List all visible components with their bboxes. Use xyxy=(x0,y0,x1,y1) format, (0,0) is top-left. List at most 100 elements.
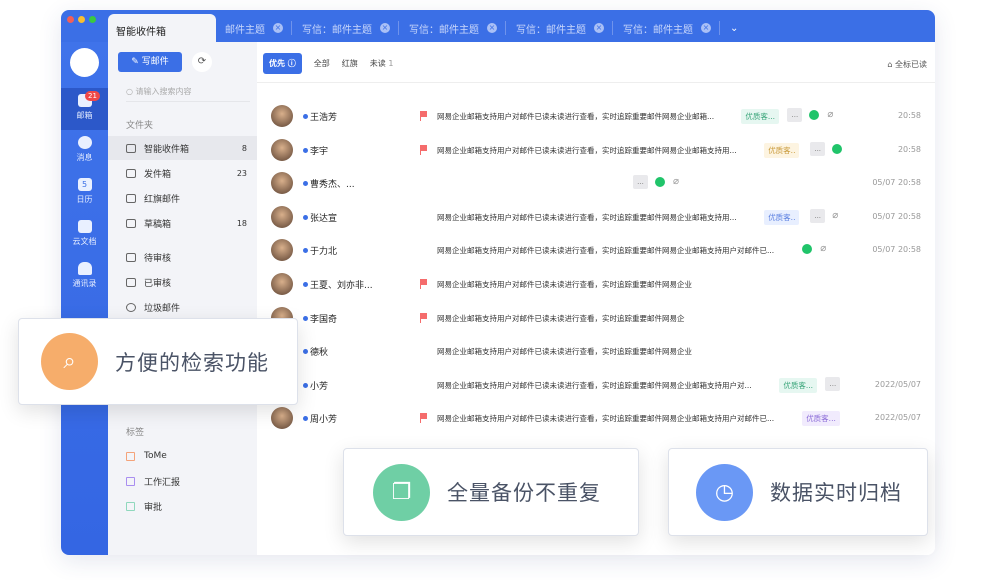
filter-priority[interactable]: 优先 ⓘ xyxy=(263,53,302,74)
tab-compose[interactable]: 写信：邮件主题 × xyxy=(302,20,399,36)
email-row[interactable]: 周小芳 网易企业邮箱支持用户对邮件已读未读进行查看，实时追踪重要邮件网易企业邮箱支… xyxy=(257,402,935,435)
email-row[interactable]: 小芳网易企业邮箱支持用户对邮件已读未读进行查看，实时追踪重要邮件网易企业邮箱支持… xyxy=(257,369,935,402)
email-time: 05/07 20:58 xyxy=(872,245,921,255)
red-flag-icon[interactable] xyxy=(420,312,428,323)
email-row[interactable]: 德秋网易企业邮箱支持用户对邮件已读未读进行查看，实时追踪重要邮件网易企业 xyxy=(257,335,935,368)
more-tags-button[interactable]: ... xyxy=(810,208,826,223)
folder-pending-review[interactable]: 待审核 xyxy=(108,245,257,269)
folder-count: 18 xyxy=(236,218,247,228)
email-row[interactable]: 李宇网易企业邮箱支持用户对邮件已读未读进行查看，实时追踪重要邮件网易企业邮箱支持… xyxy=(257,134,935,167)
wechat-icon xyxy=(802,244,813,255)
email-row[interactable]: 李国奇网易企业邮箱支持用户对邮件已读未读进行查看，实时追踪重要邮件网易企 xyxy=(257,302,935,335)
red-flag-icon[interactable] xyxy=(420,111,428,121)
contacts-icon xyxy=(77,262,92,275)
more-tags-button[interactable]: ... xyxy=(810,141,826,156)
folder-drafts[interactable]: 草稿箱 18 xyxy=(108,211,257,235)
email-preview: 网易企业邮箱支持用户对邮件已读未读进行查看，实时追踪重要邮件网易企业邮箱... xyxy=(437,112,715,121)
app-logo xyxy=(70,48,99,77)
tab-compose[interactable]: 写信：邮件主题× xyxy=(623,20,720,36)
sender-name: 周小芳 xyxy=(310,415,338,426)
feature-title: 方便的检索功能 xyxy=(115,350,269,375)
minimize-window-button[interactable] xyxy=(78,16,85,23)
more-tags-button[interactable]: ... xyxy=(825,376,841,391)
tabs-overflow-chevron-down-icon[interactable]: ⌄ xyxy=(730,22,739,34)
rail-item-messages[interactable]: 消息 xyxy=(61,130,108,172)
red-flag-icon[interactable] xyxy=(420,279,428,289)
rail-item-docs[interactable]: 云文档 xyxy=(61,214,108,256)
filter-flagged[interactable]: 红旗 xyxy=(341,59,358,68)
folders-heading: 文件夹 xyxy=(126,121,154,131)
email-row[interactable]: 张达宣网易企业邮箱支持用户对邮件已读未读进行查看，实时追踪重要邮件网易企业邮箱支… xyxy=(257,201,935,234)
filter-unread[interactable]: 未读 1 xyxy=(370,58,394,69)
tab-label: 写信：邮件主题 xyxy=(302,24,372,36)
close-tab-icon[interactable]: × xyxy=(594,23,604,33)
feature-title: 数据实时归档 xyxy=(770,481,902,505)
tab-compose[interactable]: 写信：邮件主题 × xyxy=(409,20,506,36)
tab-label: 写信：邮件主题 xyxy=(409,24,479,36)
email-row[interactable]: 于力北 网易企业邮箱支持用户对邮件已读未读进行查看，实时追踪重要邮件网易企业邮箱支… xyxy=(257,234,935,267)
tab-mail-subject[interactable]: 邮件主题× xyxy=(225,20,292,36)
avatar xyxy=(271,407,293,430)
compose-button[interactable]: ✎ 写邮件 xyxy=(118,52,182,72)
label-work-report[interactable]: 工作汇报 xyxy=(126,475,180,488)
close-tab-icon[interactable]: × xyxy=(380,23,390,33)
tab-bar: 智能收件箱 邮件主题× 写信：邮件主题× 写信：邮件主题× 写信：邮件主题× 写… xyxy=(61,10,935,42)
sender-name: 于力北 xyxy=(310,247,338,258)
refresh-icon[interactable]: ⟳ xyxy=(192,52,212,72)
close-window-button[interactable] xyxy=(67,16,74,23)
sender-name: 张达宣 xyxy=(310,213,338,224)
tab-divider xyxy=(719,21,720,35)
customer-tag[interactable]: 优质客... xyxy=(802,411,840,427)
compose-label: 写邮件 xyxy=(141,57,169,67)
folder-label: 草稿箱 xyxy=(144,219,172,230)
customer-tag[interactable]: 优质客.. xyxy=(764,209,800,225)
customer-tag[interactable]: 优质客.. xyxy=(764,142,800,158)
label-tome[interactable]: ToMe xyxy=(126,451,167,461)
avatar xyxy=(271,105,293,127)
email-time: 20:58 xyxy=(897,144,921,154)
email-row[interactable]: 王浩芳网易企业邮箱支持用户对邮件已读未读进行查看，实时追踪重要邮件网易企业邮箱.… xyxy=(257,100,935,133)
more-tags-button[interactable]: ... xyxy=(633,175,648,190)
red-flag-icon[interactable] xyxy=(420,413,428,424)
email-preview: 网易企业邮箱支持用户对邮件已读未读进行查看，实时追踪重要邮件网易企业邮箱支持用户… xyxy=(437,246,775,256)
label-approval[interactable]: 审批 xyxy=(126,500,162,513)
close-tab-icon[interactable]: × xyxy=(273,23,283,33)
folder-spam[interactable]: 垃圾邮件 xyxy=(108,295,257,319)
email-row[interactable]: 曹秀杰、......⌀05/07 20:58 xyxy=(257,167,935,200)
search-document-icon: ⌕ xyxy=(41,333,98,390)
close-tab-icon[interactable]: × xyxy=(701,23,711,33)
folder-flagged[interactable]: 红旗邮件 xyxy=(108,186,257,210)
unread-count: 1 xyxy=(388,59,394,68)
email-preview: 网易企业邮箱支持用户对邮件已读未读进行查看，实时追踪重要邮件网易企业邮箱支持用户… xyxy=(437,380,752,390)
copy-icon: ❐ xyxy=(373,463,430,521)
rail-item-contacts[interactable]: 通讯录 xyxy=(61,256,108,298)
red-flag-icon[interactable] xyxy=(420,144,428,155)
mark-all-read-button[interactable]: ⌂ 全标已读 xyxy=(887,60,927,69)
feature-card-backup: ❐ 全量备份不重复 xyxy=(343,448,639,536)
tab-compose[interactable]: 写信：邮件主题 × xyxy=(516,20,613,36)
sender-name: 德秋 xyxy=(310,348,329,359)
avatar xyxy=(271,273,293,295)
search-input[interactable]: ○ 请输入搜索内容 xyxy=(126,86,250,102)
folder-reviewed[interactable]: 已审核 xyxy=(108,270,257,294)
maximize-window-button[interactable] xyxy=(89,16,96,23)
customer-tag[interactable]: 优质客... xyxy=(741,109,780,124)
more-tags-button[interactable]: ... xyxy=(787,108,803,122)
close-tab-icon[interactable]: × xyxy=(487,23,497,33)
email-preview: 网易企业邮箱支持用户对邮件已读未读进行查看，实时追踪重要邮件网易企业邮箱支持用户… xyxy=(437,414,775,424)
draft-icon xyxy=(126,218,136,228)
filter-all[interactable]: 全部 xyxy=(313,59,330,68)
feature-title: 全量备份不重复 xyxy=(447,481,601,505)
tab-label: 写信：邮件主题 xyxy=(516,24,586,36)
tab-smart-inbox[interactable]: 智能收件箱 xyxy=(108,14,216,42)
rail-label: 邮箱 xyxy=(76,111,93,120)
customer-tag[interactable]: 优质客... xyxy=(779,377,818,393)
unread-dot xyxy=(303,214,308,220)
email-row[interactable]: 王夏、刘亦非...网易企业邮箱支持用户对邮件已读未读进行查看，实时追踪重要邮件网… xyxy=(257,268,935,301)
rail-label: 日历 xyxy=(76,195,93,204)
